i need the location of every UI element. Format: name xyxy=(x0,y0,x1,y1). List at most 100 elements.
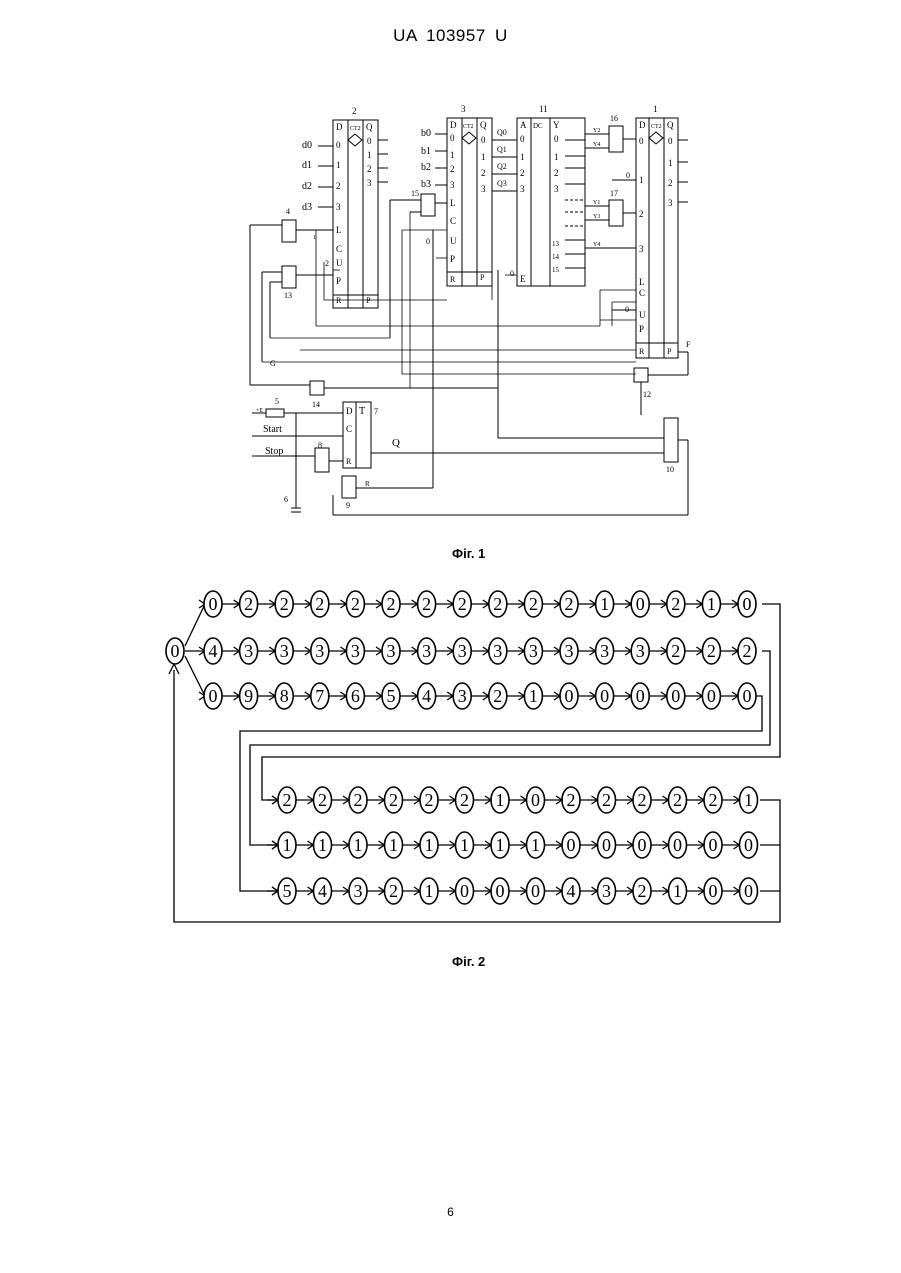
state-node-label: 1 xyxy=(425,835,434,855)
state-node-r1-c1: 0 xyxy=(204,591,222,617)
state-node-r3-c2: 9 xyxy=(240,683,258,709)
state-node-r1-c2: 2 xyxy=(240,591,258,617)
state-node-r1-c4: 2 xyxy=(311,591,329,617)
state-node-r1-c16: 0 xyxy=(738,591,756,617)
state-node-r2-c5: 3 xyxy=(346,638,364,664)
state-node-label: 3 xyxy=(600,641,609,661)
state-node-r1-c5: 2 xyxy=(346,591,364,617)
state-node-label: 3 xyxy=(354,881,363,901)
state-node-r2-c3: 3 xyxy=(275,638,293,664)
state-node-label: 0 xyxy=(744,881,753,901)
state-node-label: 0 xyxy=(671,686,680,706)
state-node-r3-c12: 0 xyxy=(596,683,614,709)
state-node-r2-c14: 2 xyxy=(667,638,685,664)
state-node-label: 0 xyxy=(709,835,718,855)
state-node-r4-c6: 2 xyxy=(456,787,474,813)
state-node-label: 2 xyxy=(602,790,611,810)
state-node-label: 1 xyxy=(531,835,540,855)
state-node-label: 0 xyxy=(567,835,576,855)
state-node-label: 3 xyxy=(458,686,467,706)
state-node-label: 2 xyxy=(354,790,363,810)
connector-line xyxy=(250,651,770,845)
state-node-label: 0 xyxy=(673,835,682,855)
connector-line xyxy=(262,604,780,800)
state-node-r5-c6: 1 xyxy=(456,832,474,858)
state-node-label: 0 xyxy=(565,686,574,706)
state-node-label: 2 xyxy=(318,790,327,810)
state-node-r5-c13: 0 xyxy=(704,832,722,858)
state-node-r3-c4: 7 xyxy=(311,683,329,709)
state-node-r6-c4: 2 xyxy=(385,878,403,904)
state-node-r4-c7: 1 xyxy=(491,787,509,813)
state-node-label: 4 xyxy=(422,686,431,706)
state-node-r3-c14: 0 xyxy=(667,683,685,709)
state-node-label: 0 xyxy=(636,594,645,614)
state-node-r2-c9: 3 xyxy=(489,638,507,664)
state-node-r5-c3: 1 xyxy=(349,832,367,858)
state-node-r5-c5: 1 xyxy=(420,832,438,858)
state-node-label: 1 xyxy=(600,594,609,614)
state-node-r6-c2: 4 xyxy=(314,878,332,904)
state-node-r3-c10: 1 xyxy=(524,683,542,709)
state-node-r6-c11: 2 xyxy=(633,878,651,904)
state-node-label: 1 xyxy=(529,686,538,706)
state-node-label: 2 xyxy=(673,790,682,810)
state-node-start: 0 xyxy=(166,638,184,664)
state-node-r6-c3: 3 xyxy=(349,878,367,904)
state-node-label: 2 xyxy=(283,790,292,810)
connector-line xyxy=(185,604,205,646)
state-node-label: 2 xyxy=(422,594,431,614)
state-node-r4-c13: 2 xyxy=(704,787,722,813)
state-node-label: 0 xyxy=(460,881,469,901)
state-node-label: 1 xyxy=(707,594,716,614)
state-node-label: 2 xyxy=(493,594,502,614)
state-node-label: 4 xyxy=(318,881,327,901)
state-node-r5-c4: 1 xyxy=(385,832,403,858)
state-node-label: 0 xyxy=(602,835,611,855)
state-node-r6-c5: 1 xyxy=(420,878,438,904)
state-node-label: 3 xyxy=(422,641,431,661)
state-node-label: 5 xyxy=(387,686,396,706)
state-node-label: 0 xyxy=(638,835,647,855)
state-node-r5-c14: 0 xyxy=(740,832,758,858)
state-node-r6-c13: 0 xyxy=(704,878,722,904)
state-node-label: 3 xyxy=(529,641,538,661)
connector-line xyxy=(185,656,205,696)
state-node-r1-c3: 2 xyxy=(275,591,293,617)
figure2-connector-lines xyxy=(169,600,780,922)
state-node-label: 3 xyxy=(351,641,360,661)
state-node-label: 3 xyxy=(280,641,289,661)
state-node-r5-c8: 1 xyxy=(527,832,545,858)
state-node-r4-c9: 2 xyxy=(562,787,580,813)
state-node-label: 0 xyxy=(707,686,716,706)
state-node-label: 1 xyxy=(673,881,682,901)
state-node-r2-c6: 3 xyxy=(382,638,400,664)
state-node-label: 2 xyxy=(709,790,718,810)
state-node-r4-c14: 1 xyxy=(740,787,758,813)
state-node-label: 3 xyxy=(493,641,502,661)
state-node-r2-c11: 3 xyxy=(560,638,578,664)
state-node-r6-c6: 0 xyxy=(456,878,474,904)
state-node-r1-c7: 2 xyxy=(418,591,436,617)
state-node-label: 2 xyxy=(389,881,398,901)
state-node-label: 3 xyxy=(458,641,467,661)
state-node-r2-c7: 3 xyxy=(418,638,436,664)
state-node-r6-c9: 4 xyxy=(562,878,580,904)
state-node-r2-c4: 3 xyxy=(311,638,329,664)
state-node-r1-c12: 1 xyxy=(596,591,614,617)
state-node-label: 2 xyxy=(638,790,647,810)
state-node-label: 1 xyxy=(460,835,469,855)
state-node-r3-c8: 3 xyxy=(453,683,471,709)
state-node-label: 2 xyxy=(565,594,574,614)
state-node-r3-c5: 6 xyxy=(346,683,364,709)
state-node-r3-c6: 5 xyxy=(382,683,400,709)
state-node-label: 0 xyxy=(709,881,718,901)
state-node-r6-c8: 0 xyxy=(527,878,545,904)
state-node-r2-c10: 3 xyxy=(524,638,542,664)
state-node-r3-c9: 2 xyxy=(489,683,507,709)
state-node-label: 2 xyxy=(638,881,647,901)
state-node-r2-c12: 3 xyxy=(596,638,614,664)
state-node-label: 2 xyxy=(387,594,396,614)
state-node-r1-c15: 1 xyxy=(702,591,720,617)
